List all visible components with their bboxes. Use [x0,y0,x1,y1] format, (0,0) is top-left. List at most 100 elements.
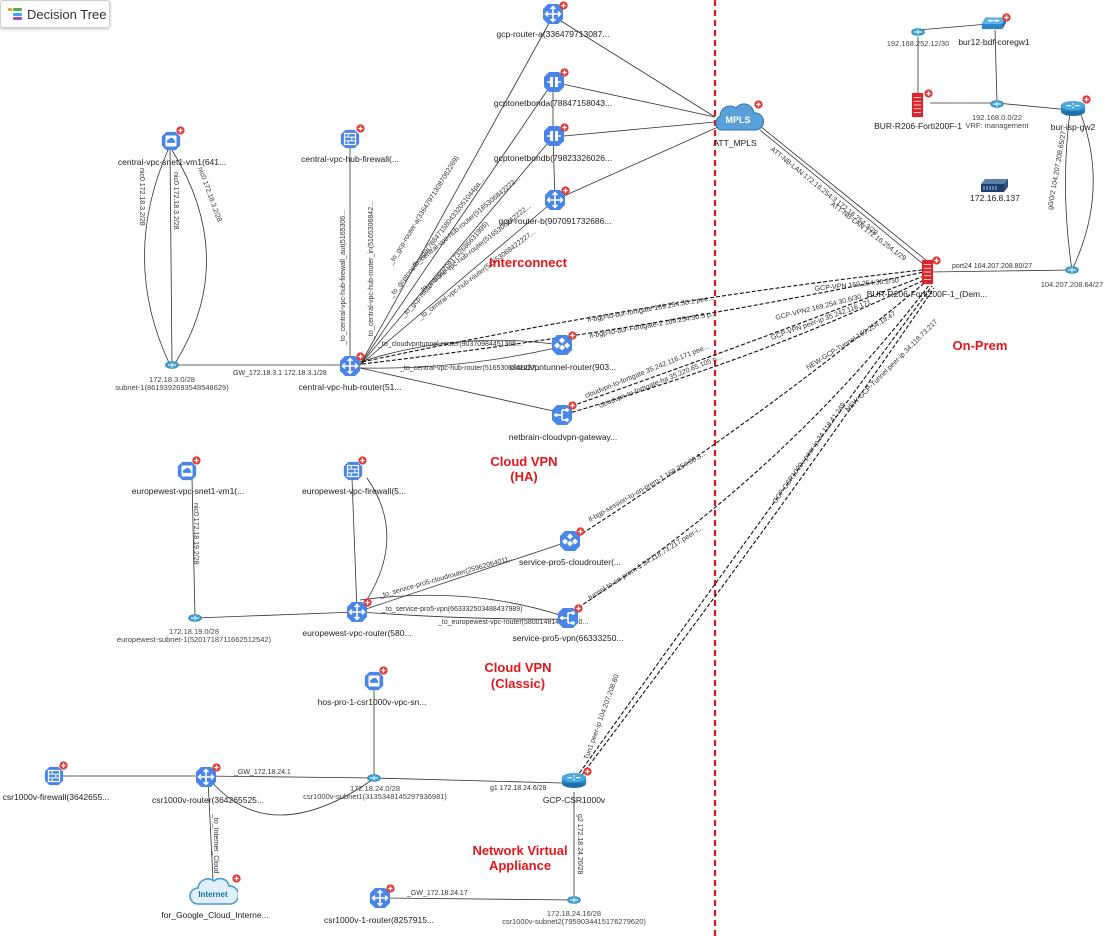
node-bur-isp-gw2[interactable]: bur-isp-gw2 [1051,95,1096,132]
node-mgmt[interactable]: 192.168.0.0/22 VRF: management [966,100,1030,131]
node-central-hub-router[interactable]: central-vpc-hub-router(51... [299,352,402,392]
node-csr-subnet1[interactable]: 172.18.24.0/28 csr1000v-subnet1(31353481… [303,774,447,802]
link-eu-router-vpn-1[interactable] [359,594,567,618]
link-gcp-router-b-mpls[interactable] [554,126,719,201]
link-forti-isp-subnet[interactable] [929,269,1073,273]
decision-tree-button[interactable]: Decision Tree [0,0,110,28]
link-label: _to_Internet_Cloud [212,813,219,874]
node-gcptonetbondb[interactable]: gcptonetbondb(79823326026... [494,123,612,163]
link-subnet1-gcpcsr[interactable] [373,777,563,784]
node-isp-subnet[interactable]: 104.207.208.64/27 [1041,266,1104,290]
node-central-vm[interactable]: central-vpc-snet1-vm1(641... [118,126,226,167]
node-sw1[interactable]: 192.168.252.12/30 [887,28,950,49]
node-gcp-router-a[interactable]: gcp-router-a(336479713087... [497,1,610,39]
node-gcptonetbonda[interactable]: gcptonetbonda(78847158043... [494,68,612,108]
subnet-name: europewest-subnet-1(5201718711662512542) [117,635,272,644]
region-cloud-vpn-classic-sub: (Classic) [491,676,545,691]
node-label: hos-pro-1-csr1000v-vpc-sn... [318,697,427,707]
tunnel-csr-forti[interactable] [575,285,933,779]
link-central-vm-subnet-2[interactable] [144,149,171,366]
node-label: service-pro5-cloudrouter(... [519,557,621,567]
link-csr1router-subnet2[interactable] [383,897,575,901]
node-svc-vpn[interactable]: service-pro5-vpn(66333250... [512,604,624,643]
link-label: _to_central-vpc-hub-router_in(5165306842… [368,201,375,341]
node-csr-fw[interactable]: csr1000v-firewall(3642655... [3,761,110,802]
region-on-prem: On-Prem [953,338,1008,353]
link-bondb-router-b[interactable] [552,136,556,201]
link-sw1-bur12[interactable] [917,23,989,31]
node-label: gcp-router-a(336479713087... [497,29,610,39]
link-mgmt-ispgw[interactable] [996,102,1071,111]
node-hos-vm[interactable]: hos-pro-1-csr1000v-vpc-sn... [318,666,427,707]
subnet-ip: 172.18.19.0/28 [169,627,219,636]
node-gcp-csr1000v[interactable]: GCP-CSR1000v [543,767,606,805]
tunnel-vpn-forti[interactable] [567,283,931,615]
node-eu-vm[interactable]: europewest-vpc-snet1-vm1(... [132,456,244,496]
tunnel-netbrain-forti-1[interactable] [565,275,925,409]
node-eu-router[interactable]: europewest-vpc-router(580... [302,598,412,638]
node-eu-subnet[interactable]: 172.18.19.0/28 europewest-subnet-1(52017… [117,614,272,645]
node-netbrain-gw[interactable]: netbrain-cloudvpn-gateway... [509,401,618,442]
link-eu-fw-router-2[interactable] [359,477,388,611]
link-eu-router-vpn-2[interactable] [359,611,567,620]
link-central-vm-subnet-3[interactable] [171,149,207,366]
link-hub-netbrain-gw[interactable] [359,367,563,414]
node-label: gcptonetbondb(79823326026... [494,153,612,163]
link-bondb-mpls[interactable] [552,121,716,138]
link-csrrouter-subnet1[interactable] [204,775,375,779]
subnet-name: csr1000v-subnet2(7959034415176279620) [502,917,646,926]
link-label: GW_172.18.3.1 172.18.3.1/28 [233,370,327,377]
link-hub-gcptonetbondb[interactable] [359,136,554,366]
edge-labels: nic0 172.18.3.2/28 nic0 172.18.3.2/28 ni… [138,130,1068,897]
link-central-vm-subnet[interactable] [169,149,173,366]
link-hub-gcp-router-a[interactable] [359,15,554,366]
node-internet[interactable]: Internet for_Google_Cloud_Interne... [161,874,269,920]
node-csr1-router[interactable]: csr1000v-1-router(8257915... [324,884,434,925]
link-mpls-forti-2[interactable] [759,125,933,266]
node-label: csr1000v-router(364265525... [152,795,264,805]
node-bur12[interactable]: bur12-bdf-coregw1 [958,13,1030,47]
node-label: gcp-router-b(907091732686... [499,216,612,226]
link-isp-subnet-ispgw[interactable] [1065,111,1073,271]
tunnel-central-forti-1[interactable] [361,269,923,363]
tunnel-central-forti-2[interactable] [361,271,925,365]
link-hub-gcp-router-b[interactable] [359,199,556,366]
subnet-name: csr1000v-subnet1(3135348145297936981) [303,792,447,801]
region-cloud-vpn-ha: Cloud VPN [490,454,557,469]
link-csrrouter-internet[interactable] [207,779,214,881]
internet-text: Internet [198,890,228,899]
link-mpls-forti[interactable] [759,129,929,269]
tunnel-cloudrouter-forti[interactable] [571,279,929,541]
link-csrrouter-subnet1-2[interactable] [209,779,373,816]
link-bur12-mgmt[interactable] [994,29,998,104]
node-server[interactable]: 172.16.8.137 [970,178,1020,203]
node-cloudvpntunnel-router[interactable]: cloudvpntunnel-router(903... [510,331,616,372]
subnet-ip: 192.168.0.0/22 [972,113,1022,122]
node-svc-cloudrouter[interactable]: service-pro5-cloudrouter(... [519,527,621,567]
node-label: bur12-bdf-coregw1 [958,37,1030,47]
tunnel-netbrain-forti-2[interactable] [565,278,927,415]
link-label: ATT-NB-LAN 172.16.254.1/29 [829,201,907,263]
node-att-mpls[interactable]: MPLS ATT_MPLS [713,100,764,148]
node-central-subnet[interactable]: 172.18.3.0/28 subnet-1(86193926935485486… [115,361,229,393]
link-isp-subnet-ispgw-2[interactable] [1071,111,1094,271]
link-eu-subnet-router[interactable] [194,611,358,619]
link-hub-gcptonetbonda[interactable] [359,81,554,366]
decision-tree-icon [8,8,22,20]
link-label: port24 104.207.208.80/27 [952,263,1032,270]
link-hub-cloudvpntunnel-2[interactable] [359,346,561,369]
node-label: BUR-R206-Forti200F-1_(Dem... [867,289,987,299]
tunnel-csr-forti-2[interactable] [577,287,935,781]
link-eu-vm-subnet[interactable] [191,477,196,619]
node-csr-subnet2[interactable]: 172.18.24.16/28 csr1000v-subnet2(7959034… [502,896,646,927]
node-forti-dem[interactable]: BUR-R206-Forti200F-1_(Dem... [867,256,987,299]
node-eu-fw[interactable]: europewest-vpc-firewall(5... [302,456,406,496]
node-csr-router[interactable]: csr1000v-router(364265525... [152,763,264,805]
link-eu-router-cloudrouter[interactable] [356,540,571,613]
link-gcp-router-a-mpls[interactable] [552,15,716,118]
node-gcp-router-b[interactable]: gcp-router-b(907091732686... [499,186,612,226]
node-forti1[interactable]: BUR-R206-Forti200F-1 [874,89,962,131]
node-central-fw[interactable]: central-vpc-hub-firewall(... [301,124,399,164]
link-bonda-mpls[interactable] [552,81,716,118]
link-eu-fw-router[interactable] [351,477,358,613]
